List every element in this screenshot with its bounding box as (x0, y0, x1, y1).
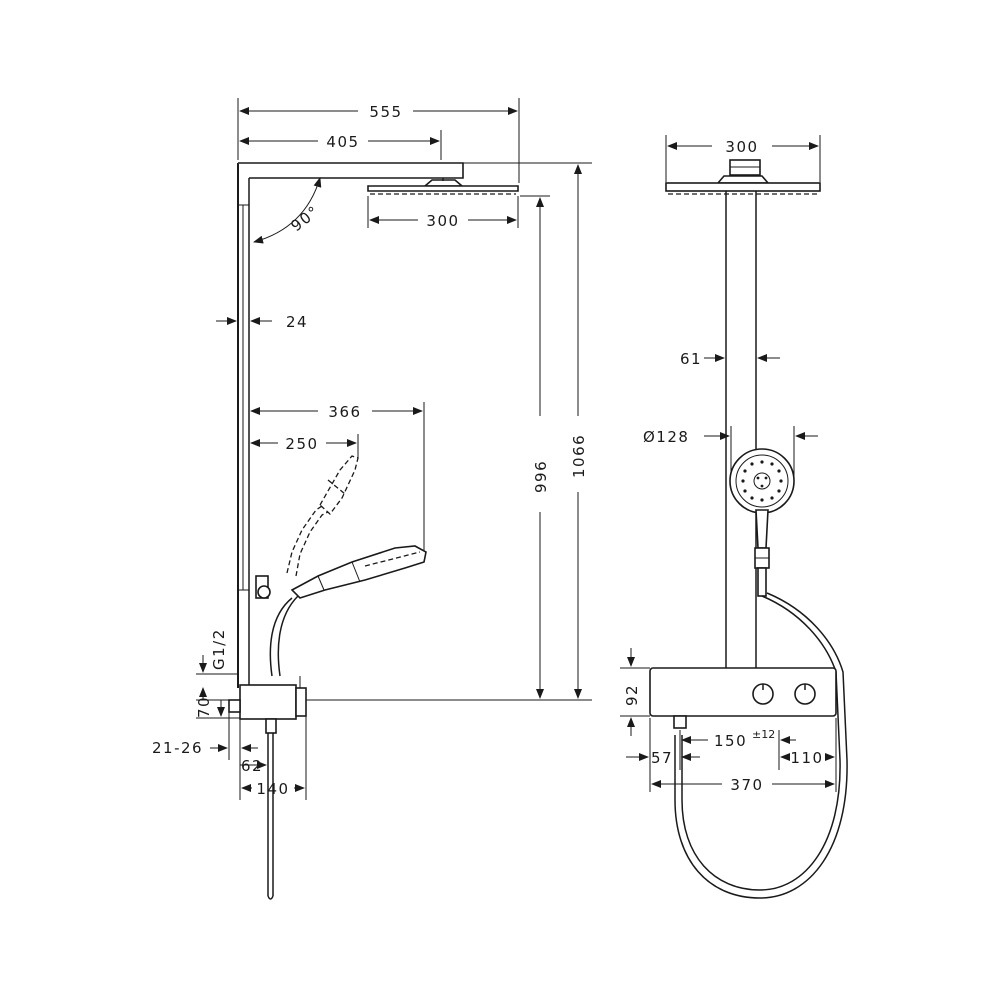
front-view: 300 61 Ø128 (620, 135, 848, 899)
dim-body-width: 370 (651, 776, 835, 794)
dim-handshower-reach-min: 250 (250, 434, 359, 458)
dim-150-label: 150 (714, 732, 747, 750)
dim-handshower-diameter: Ø128 (643, 426, 818, 476)
dim-body-depth-inner: 62 (240, 735, 269, 775)
dim-handshower-reach-max: 366 (250, 402, 425, 560)
shower-arm (238, 162, 592, 179)
dim-1066-label: 1066 (570, 434, 588, 478)
angle-label: 90° (287, 202, 323, 235)
dim-61-label: 61 (680, 350, 702, 368)
side-view: 90° 555 405 300 24 (152, 98, 592, 900)
thread-label: G1/2 (210, 628, 228, 670)
shower-column (237, 163, 250, 688)
dim-300-front-label: 300 (725, 138, 758, 156)
dim-total-height: 1066 (570, 164, 588, 699)
dim-140-label: 140 (256, 780, 289, 798)
handshower (255, 545, 427, 599)
dim-300-side-label: 300 (426, 212, 459, 230)
overhead-shower-head-front (665, 159, 821, 195)
dim-thread: G1/2 (196, 628, 238, 700)
hose-front (674, 592, 848, 899)
dim-offset-right: 110 (780, 718, 837, 792)
dim-body-depth: 140 (241, 716, 307, 800)
dim-110-label: 110 (790, 749, 823, 767)
dim-head-height: 996 (520, 195, 550, 699)
dim-555-label: 555 (369, 103, 402, 121)
dim-head-width-side: 300 (367, 196, 519, 230)
thermostat-body-side (228, 676, 592, 720)
spray-nozzles (741, 460, 783, 502)
angle-indicator: 90° (253, 177, 323, 244)
dim-370-label: 370 (730, 776, 763, 794)
dim-arm-length: 405 (239, 130, 442, 160)
dim-rail-width: 24 (216, 313, 308, 331)
dim-inlet-height: 70 (195, 696, 240, 719)
overhead-shower-head (367, 178, 519, 195)
dim-128-label: Ø128 (643, 428, 689, 446)
handshower-front (729, 448, 795, 597)
dim-pipe-diameter: 61 (680, 350, 780, 368)
dim-offset-left: 57 (626, 718, 700, 792)
dim-inlet-spacing: 150 ±12 (681, 728, 796, 770)
handshower-raised-position (286, 455, 359, 577)
dim-overall-width: 555 (237, 98, 520, 183)
dim-92-label: 92 (623, 684, 641, 706)
thermostat-body-front (649, 667, 837, 729)
dim-405-label: 405 (326, 133, 359, 151)
dim-body-height: 92 (620, 648, 650, 736)
column-front (725, 191, 757, 668)
dim-21-26-label: 21-26 (152, 739, 203, 757)
dim-250-label: 250 (285, 435, 318, 453)
dim-366-label: 366 (328, 403, 361, 421)
dim-70-label: 70 (195, 696, 213, 718)
dim-996-label: 996 (532, 460, 550, 493)
dim-24-label: 24 (286, 313, 308, 331)
dim-150-tolerance: ±12 (752, 728, 775, 741)
dim-62-label: 62 (241, 757, 263, 775)
hose-side (269, 595, 299, 677)
dim-inlet-range: 21-26 (152, 712, 258, 800)
dim-57-label: 57 (651, 749, 673, 767)
dim-head-width-front: 300 (665, 135, 821, 182)
